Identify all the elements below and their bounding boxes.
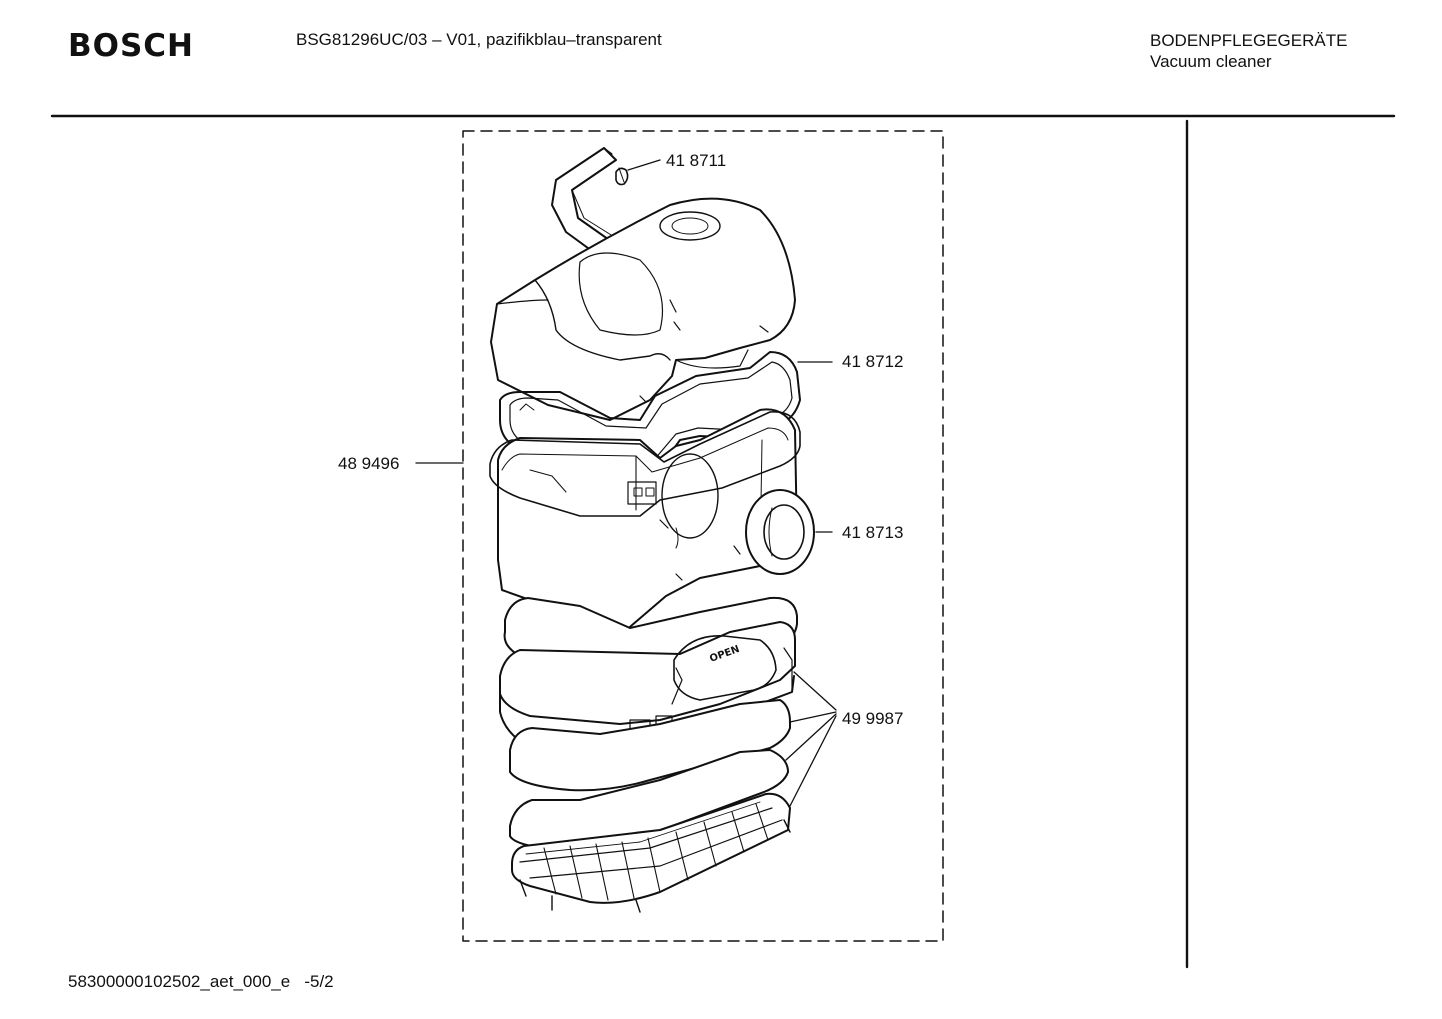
lid-cover bbox=[490, 197, 796, 421]
leader-filter-set-1 bbox=[793, 671, 837, 711]
document-code: 58300000102502_aet_000_e -5/2 bbox=[68, 972, 334, 991]
assembly-frame bbox=[462, 130, 944, 942]
leader-filter-set-2 bbox=[789, 711, 837, 723]
category-english: Vacuum cleaner bbox=[1150, 52, 1272, 71]
part-label-inlet-ring: 41 8713 bbox=[842, 523, 903, 542]
part-label-lid-seal: 41 8712 bbox=[842, 352, 903, 371]
handle-clip-part bbox=[615, 167, 629, 186]
inlet-ring-part bbox=[745, 489, 815, 575]
leader-handle-clip bbox=[627, 159, 661, 171]
part-label-handle-clip: 41 8711 bbox=[666, 151, 726, 170]
category-german: BODENPFLEGEGERÄTE bbox=[1150, 31, 1348, 50]
category-block: BODENPFLEGEGERÄTE Vacuum cleaner bbox=[1150, 30, 1347, 72]
dust-container bbox=[489, 408, 801, 633]
middle-filter-pad bbox=[509, 699, 791, 792]
brand-logo: BOSCH bbox=[68, 28, 195, 64]
part-label-filter-set: 49 9987 bbox=[842, 709, 903, 728]
leader-filter-set-4 bbox=[789, 715, 837, 807]
leader-filter-set-3 bbox=[785, 713, 837, 761]
filter-grid bbox=[511, 792, 791, 913]
part-label-container-assembly: 48 9496 bbox=[338, 454, 399, 473]
model-title: BSG81296UC/03 – V01, pazifikblau–transpa… bbox=[296, 30, 662, 49]
